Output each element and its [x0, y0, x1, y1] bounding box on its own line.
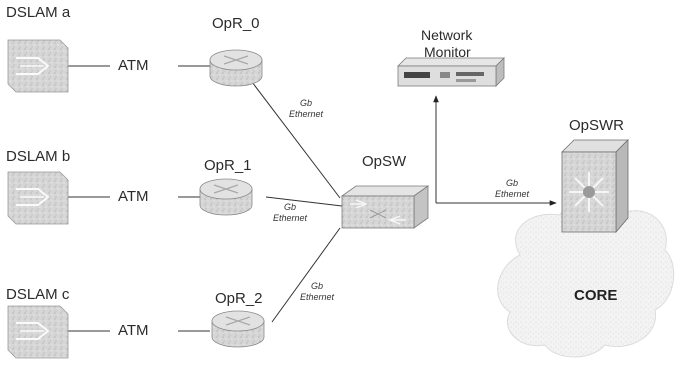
link-opr1-opsw	[265, 196, 343, 207]
atm-label-c: ATM	[118, 322, 149, 339]
router-opr0-label: OpR_0	[212, 15, 260, 32]
dslam-c-label: DSLAM c	[6, 286, 70, 303]
router-opr2-label: OpR_2	[215, 290, 263, 307]
link-label-opswr-speed: Gb	[505, 178, 518, 188]
router-opr1-label: OpR_1	[204, 157, 252, 174]
atm-label-a: ATM	[118, 57, 149, 74]
network-monitor-label-line2: Monitor	[424, 44, 471, 60]
link-label-opr1: Gb Ethernet	[268, 202, 312, 224]
dslam-c-device	[7, 305, 69, 359]
link-opr0-opsw	[251, 81, 341, 199]
dslam-b-device	[7, 171, 69, 225]
link-label-opr1-type: Ethernet	[272, 213, 308, 223]
link-label-opr2-speed: Gb	[310, 281, 323, 291]
link-label-opswr-type: Ethernet	[494, 189, 530, 199]
link-label-opr2-type: Ethernet	[299, 292, 335, 302]
network-monitor-label-line1: Network	[421, 27, 473, 43]
router-opr0-icon	[209, 49, 263, 87]
link-label-opr0: Gb Ethernet	[284, 98, 328, 120]
atm-label-b: ATM	[118, 188, 149, 205]
dslam-b-label: DSLAM b	[6, 148, 71, 165]
links	[68, 65, 557, 332]
link-label-opr0-type: Ethernet	[288, 109, 324, 119]
switch-opsw-icon	[340, 185, 430, 229]
dslam-a-device	[7, 39, 69, 93]
core-router-opswr-icon	[561, 139, 629, 234]
link-opr2-opsw	[271, 227, 341, 323]
switch-opsw-label: OpSW	[362, 153, 407, 170]
router-opr1-icon	[199, 178, 253, 216]
link-label-opswr: Gb Ethernet	[490, 178, 534, 200]
link-label-opr1-speed: Gb	[283, 202, 296, 212]
core-label: CORE	[574, 287, 618, 304]
router-opr2-icon	[211, 310, 265, 348]
link-label-opr0-speed: Gb	[299, 98, 312, 108]
core-router-opswr-label: OpSWR	[569, 117, 625, 134]
dslam-a-label: DSLAM a	[6, 4, 71, 21]
link-label-opr2: Gb Ethernet	[295, 281, 339, 303]
network-monitor-icon	[397, 57, 505, 87]
